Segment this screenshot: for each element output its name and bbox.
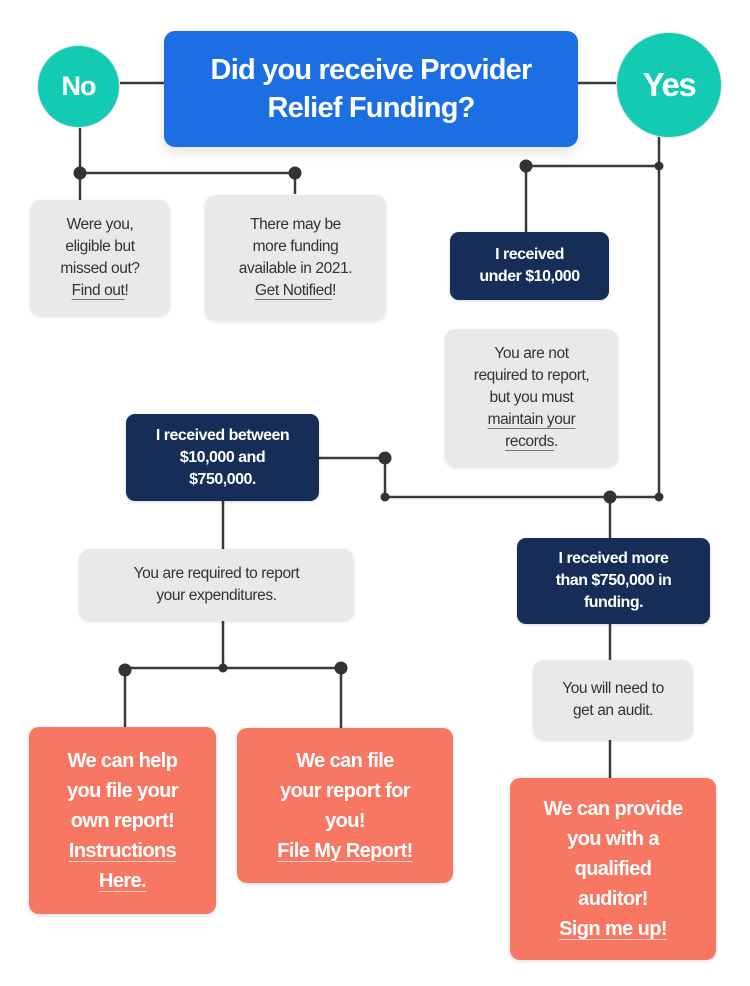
auditor-line: qualified xyxy=(574,858,652,880)
records-line: required to report, xyxy=(473,367,590,384)
find-out-suffix: ! xyxy=(124,282,129,299)
eligible-info-box: Were you, eligible but missed out? Find … xyxy=(30,200,170,316)
junction-dot xyxy=(288,166,302,180)
under-10k-category-box: I received under $10,000 xyxy=(450,232,609,300)
title-line-1: Did you receive Provider xyxy=(210,54,533,86)
notify-link-row: Get Notified! xyxy=(255,280,336,302)
records-info-box: You are not required to report, but you … xyxy=(445,329,618,467)
title-question-box: Did you receive Provider Relief Funding? xyxy=(164,31,578,147)
eligible-link-row: Find out! xyxy=(72,280,129,302)
answer-no-circle: No xyxy=(37,45,120,128)
instructions-link-2[interactable]: Here. xyxy=(98,869,147,892)
over-line: funding. xyxy=(583,594,644,611)
records-suffix: . xyxy=(553,433,558,450)
instructions-link-row: Instructions xyxy=(68,836,177,866)
help-line: you file your xyxy=(66,779,179,802)
sign-up-link-row: Sign me up! xyxy=(559,914,667,944)
between-line: I received between xyxy=(155,426,290,444)
auditor-box: We can provide you with a qualified audi… xyxy=(510,778,716,960)
between-line: $750,000. xyxy=(189,470,256,488)
get-notified-suffix: ! xyxy=(332,282,336,299)
auditor-line: you with a xyxy=(567,828,659,850)
under-10k-line: under $10,000 xyxy=(479,268,580,285)
answer-yes-circle: Yes xyxy=(616,32,722,138)
help-file-report-box: We can help you file your own report! In… xyxy=(29,727,216,914)
junction-dot xyxy=(603,490,617,504)
file-line: We can file xyxy=(296,749,394,772)
notify-line: more funding xyxy=(252,238,339,255)
title-line-2: Relief Funding? xyxy=(267,92,475,124)
file-link-row: File My Report! xyxy=(277,836,413,866)
audit-info-box: You will need to get an audit. xyxy=(533,660,693,740)
eligible-line: Were you, xyxy=(66,216,134,233)
connector-dots xyxy=(73,159,664,677)
over-line: I received more xyxy=(558,550,669,567)
auditor-line: We can provide xyxy=(543,798,683,820)
file-line: you! xyxy=(325,809,365,832)
maintain-records-link-2[interactable]: records xyxy=(505,433,554,450)
instructions-link[interactable]: Instructions xyxy=(68,839,177,862)
report-line: your expenditures. xyxy=(156,587,277,604)
notify-info-box: There may be more funding available in 2… xyxy=(205,195,386,321)
report-line: You are required to report xyxy=(133,565,300,582)
eligible-line: missed out? xyxy=(60,260,140,277)
audit-line: get an audit. xyxy=(572,702,654,719)
junction-dot xyxy=(73,166,87,180)
junction-dot xyxy=(519,159,533,173)
answer-yes-label: Yes xyxy=(642,66,697,103)
file-my-report-link[interactable]: File My Report! xyxy=(277,839,413,862)
over-line: than $750,000 in xyxy=(555,572,672,589)
junction-dot xyxy=(380,492,390,502)
connector-paths xyxy=(78,81,661,778)
junction-dot xyxy=(654,492,664,502)
junction-dot xyxy=(378,451,392,465)
junction-dot xyxy=(654,161,664,171)
file-line: your report for xyxy=(280,779,411,802)
file-report-box: We can file your report for you! File My… xyxy=(237,728,453,883)
junction-dot xyxy=(218,663,228,673)
under-10k-line: I received xyxy=(495,246,564,263)
notify-line: There may be xyxy=(250,216,341,233)
sign-me-up-link[interactable]: Sign me up! xyxy=(559,918,667,940)
junction-dot xyxy=(334,661,348,675)
records-link-row: maintain your xyxy=(488,409,576,431)
records-line: You are not xyxy=(494,345,569,362)
eligible-line: eligible but xyxy=(65,238,135,255)
find-out-link[interactable]: Find out xyxy=(71,282,125,299)
help-line: We can help xyxy=(67,749,178,772)
between-category-box: I received between $10,000 and $750,000. xyxy=(126,414,319,501)
between-line: $10,000 and xyxy=(179,448,266,466)
maintain-records-link[interactable]: maintain your xyxy=(487,411,576,428)
report-expenditures-box: You are required to report your expendit… xyxy=(79,549,354,621)
instructions-link-row: Here. xyxy=(98,866,147,896)
auditor-line: auditor! xyxy=(578,888,648,910)
notify-line: available in 2021. xyxy=(238,260,353,277)
get-notified-link[interactable]: Get Notified xyxy=(255,282,333,299)
help-line: own report! xyxy=(70,809,175,832)
audit-line: You will need to xyxy=(562,680,664,697)
records-link-row: records. xyxy=(505,431,558,453)
records-line: but you must xyxy=(489,389,574,406)
junction-dot xyxy=(118,663,132,677)
answer-no-label: No xyxy=(61,71,97,101)
over-750k-category-box: I received more than $750,000 in funding… xyxy=(517,538,710,624)
